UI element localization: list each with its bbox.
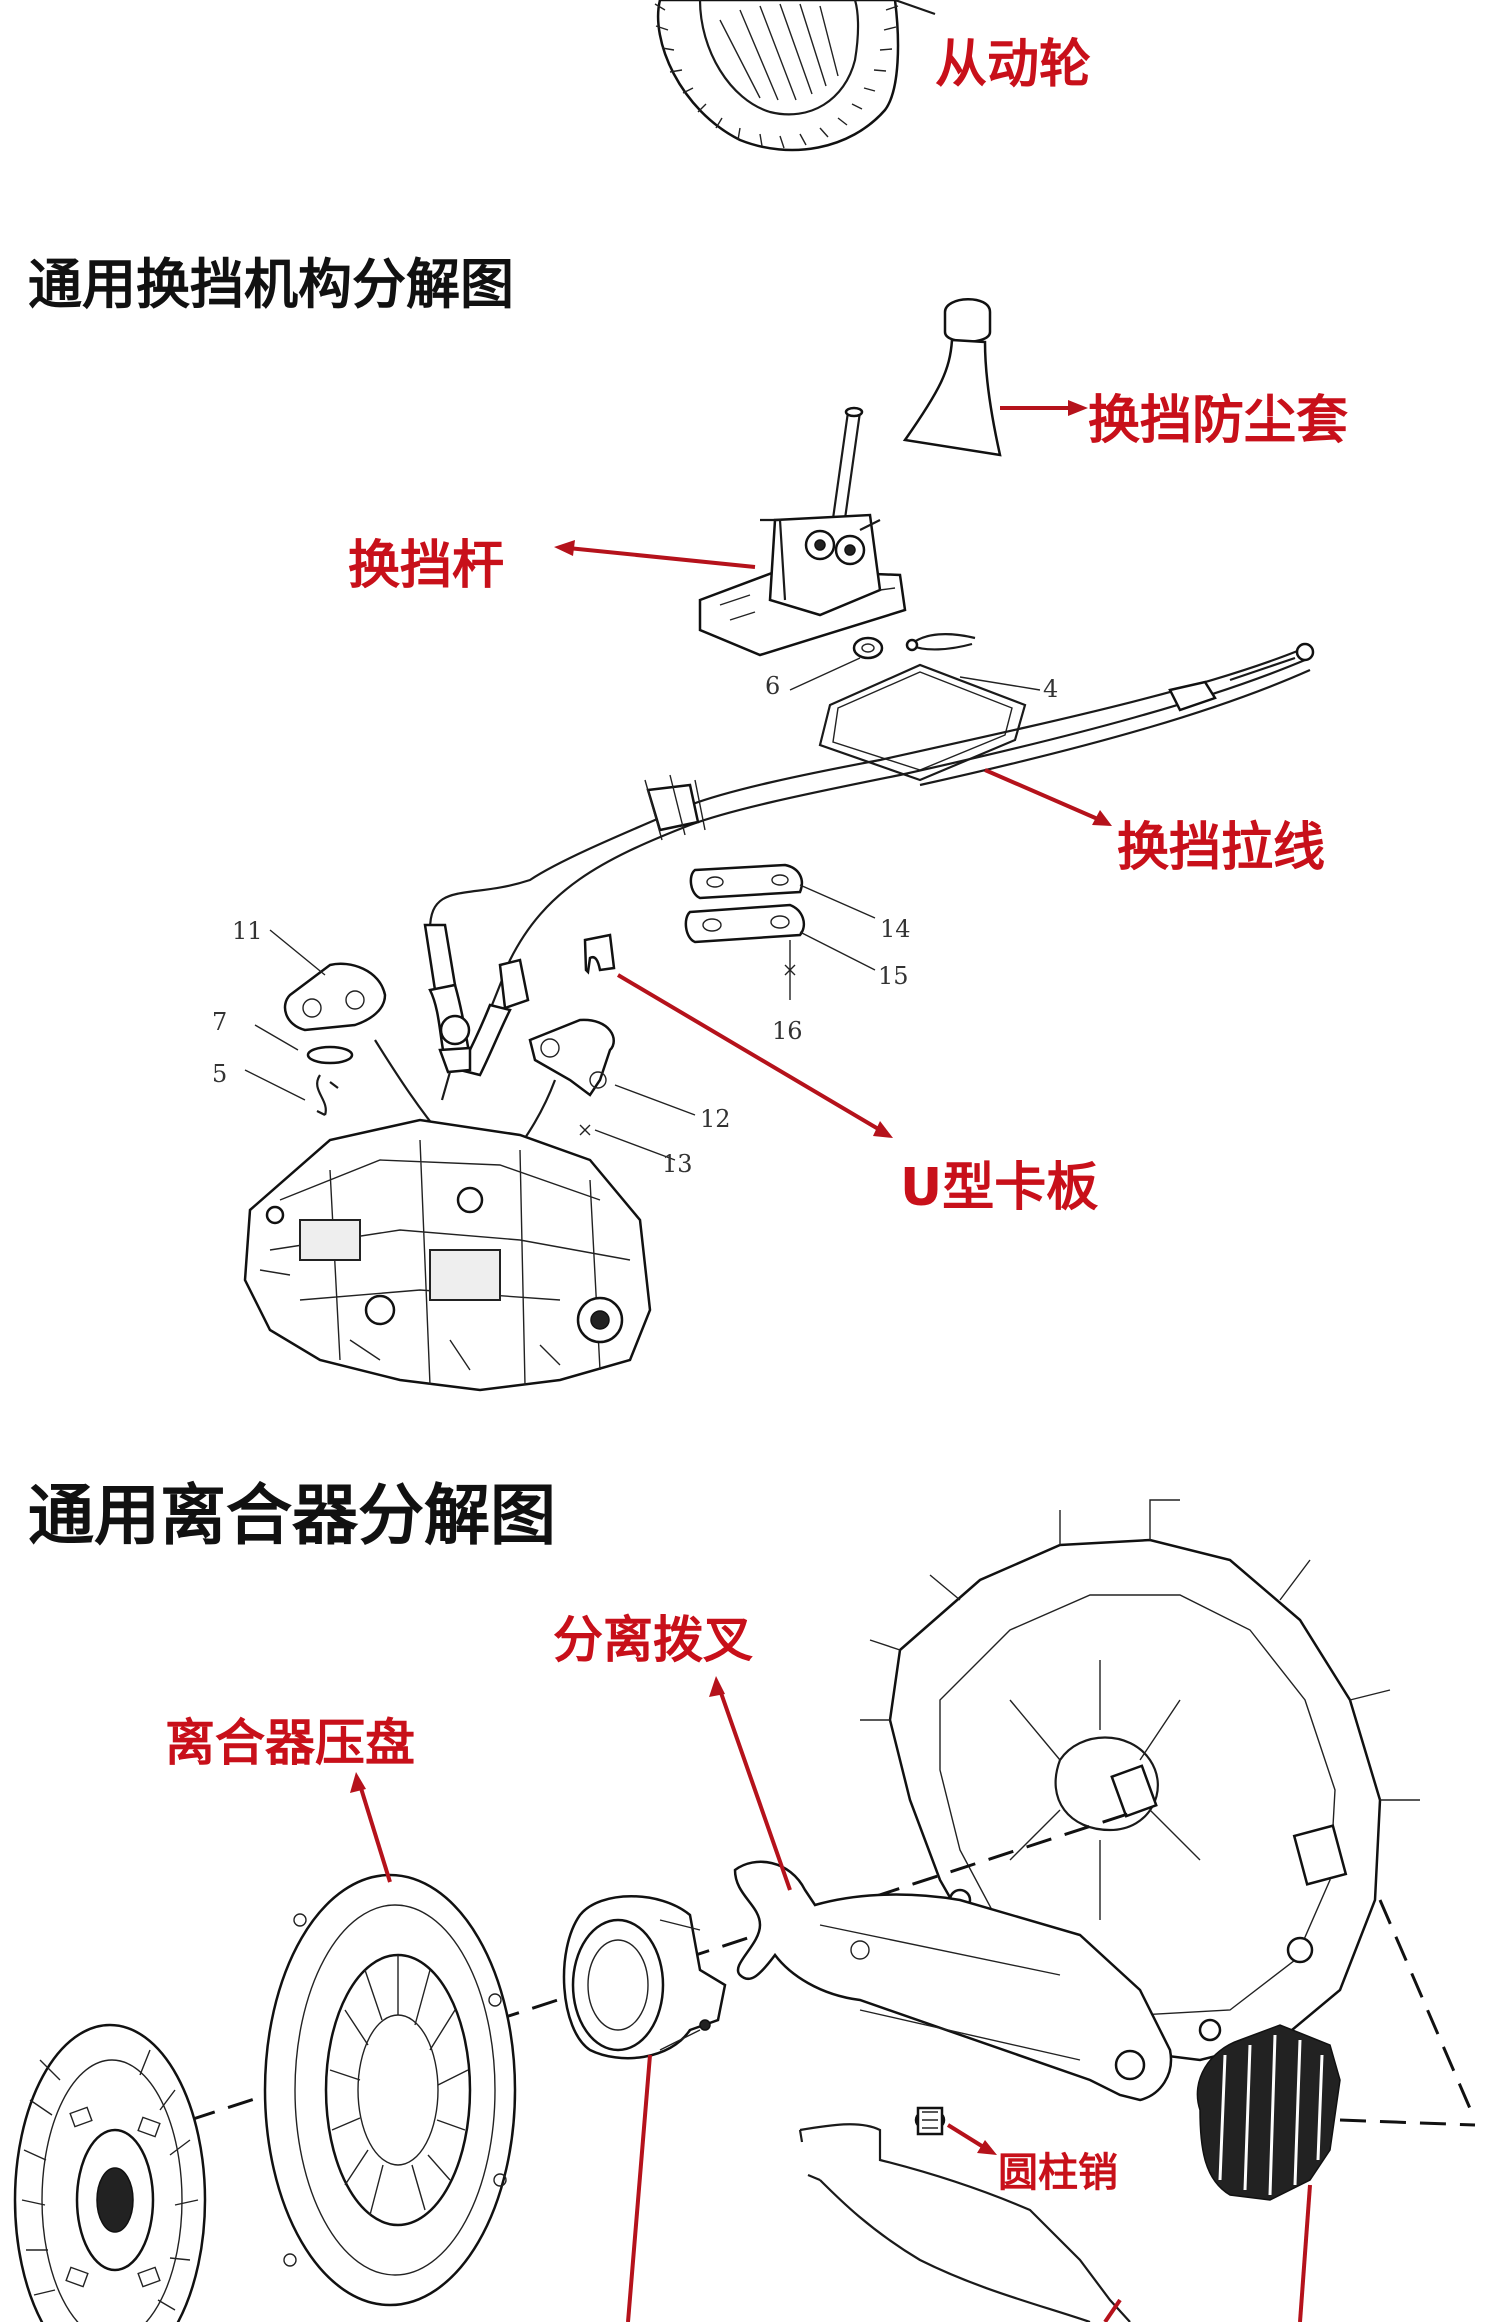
lever-brackets <box>244 929 696 1161</box>
shift-cable-drawing <box>423 642 1315 1101</box>
shift-mechanism-heading: 通用换挡机构分解图 <box>28 253 514 316</box>
shift-cable-label: 换挡拉线 <box>1117 818 1326 878</box>
cylinder-pin-label: 圆柱销 <box>998 2150 1118 2196</box>
release-fork-label: 分离拨叉 <box>553 1611 753 1669</box>
part-number-14: 14 <box>880 915 911 943</box>
release-bearing-drawing <box>562 1895 727 2060</box>
shift-lever-label: 换挡杆 <box>348 536 505 596</box>
gearbox-drawing <box>243 1118 652 1392</box>
driven-gear-drawing <box>654 0 936 152</box>
driven-gear-label: 从动轮 <box>935 35 1092 95</box>
cable-brackets <box>684 863 876 1000</box>
part-number-12: 12 <box>700 1105 731 1133</box>
part-number-16: 16 <box>772 1017 803 1045</box>
pressure-plate-drawing <box>263 1873 517 2307</box>
shift-boot-label: 换挡防尘套 <box>1088 391 1349 451</box>
small-parts-upper <box>789 633 1041 782</box>
u-clip-label: U型卡板 <box>900 1158 1099 1218</box>
part-number-11: 11 <box>232 917 263 945</box>
pressure-plate-label: 离合器压盘 <box>165 1714 415 1772</box>
rubber-boot-drawing <box>1196 2024 1341 2201</box>
u-clip-drawing <box>583 933 616 975</box>
clutch-disc-drawing <box>13 2023 207 2322</box>
clutch-heading: 通用离合器分解图 <box>28 1477 556 1554</box>
part-number-6: 6 <box>765 672 781 700</box>
part-number-5: 5 <box>212 1060 228 1088</box>
part-number-13: 13 <box>662 1150 693 1178</box>
shift-lever-drawing <box>698 406 907 657</box>
cylinder-pin-drawing <box>914 2106 946 2136</box>
spring-wire-drawing <box>798 2123 1131 2322</box>
part-number-15: 15 <box>878 962 909 990</box>
part-number-7: 7 <box>212 1008 228 1036</box>
part-number-4: 4 <box>1043 675 1059 703</box>
release-fork-drawing <box>733 1860 1173 2102</box>
shift-boot-drawing <box>902 298 1002 457</box>
